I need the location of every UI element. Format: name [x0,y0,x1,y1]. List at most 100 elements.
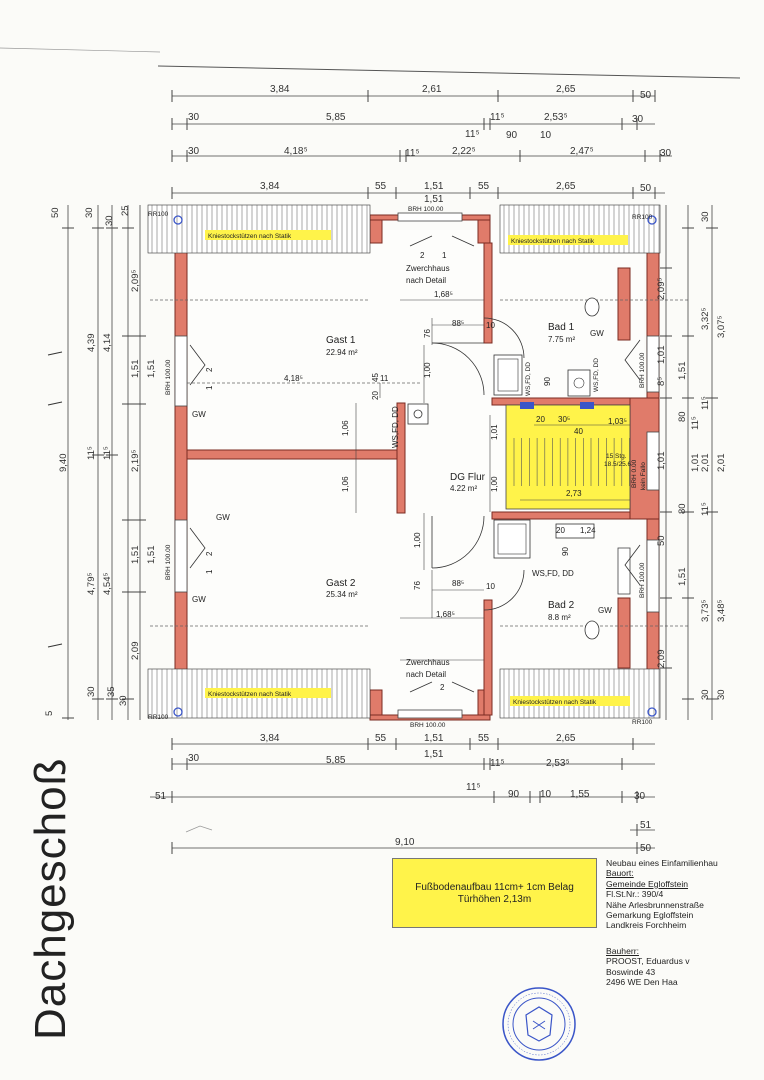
door-n1: 1 [442,251,447,260]
ldim-50: 50 [50,207,61,218]
rdim-30c: 30 [716,689,727,700]
rr-label-nw: RR100 [148,211,169,218]
window-east-2 [646,539,660,613]
info-line-5: Nähe Arlesbrunnenstraße [606,899,704,910]
info-line-6: Gemarkung Egloffstein [606,910,694,921]
ldim-151a: 1,51 [130,360,141,379]
rr-label-se: RR100 [632,719,653,726]
room-bad2-name: Bad 2 [548,600,575,611]
stairs-count: 15 Stg. [606,453,627,460]
dim-4185: 4,18⁵ [284,374,303,383]
top-dim-4b: 1,51 [424,194,444,205]
rdim-30b: 30 [700,689,711,700]
ldim-2095: 2,09⁵ [130,270,141,292]
ldim-940: 9,40 [58,454,69,473]
bot-dim-1b: 1,51 [424,749,444,760]
stair-marker-2 [580,402,594,409]
dim-11: 11 [380,374,389,383]
stair-marker-1 [520,402,534,409]
wall-bad1-west [483,242,493,344]
window-zwerch-n [397,212,463,222]
bot-dim-2-c: 11⁵ [490,758,505,769]
bot-dim-2-d: 2,53⁵ [546,758,570,769]
bot-dim-1-e: 2,65 [556,733,576,744]
dim-100b: 1,00 [413,532,422,548]
zwerchhaus-bot-2: nach Detail [406,670,446,679]
ldim-2195: 2,19⁵ [130,450,141,472]
zwerchhaus-top-2: nach Detail [406,276,446,285]
brh-east-2: BRH 100.00 [639,562,646,598]
top-dim-2-a: 30 [188,112,200,123]
ldim-4795: 4,79⁵ [86,573,97,595]
top-dim-2-c: 11⁵ [490,112,505,123]
brh-west-2: BRH 100.00 [165,544,172,580]
wall-flur-west [396,402,406,514]
stairs-ratio: 18.5/25.6 [604,461,631,468]
stair-treads [513,438,630,486]
ldim-4545: 4,54⁵ [102,573,113,595]
top-dim-3-d: 2,22⁵ [452,146,476,157]
win-n1-b: 1 [205,569,214,574]
top-dim-1-c: 2,65 [556,84,576,95]
info-line-2: Bauort: [606,868,634,879]
top-dim-2-d: 2,53⁵ [544,112,568,123]
room-bad1-area: 7.75 m² [548,335,575,344]
dim-885b: 88⁵ [452,579,464,588]
margin-marks [47,351,63,648]
ldim-151b: 1,51 [130,546,141,565]
bot-dim-4-a: 51 [640,820,652,831]
room-gast1-name: Gast 1 [326,335,356,346]
dim-10: 10 [486,321,495,330]
dim-45: 45 [371,373,380,382]
bot-dim-3-a: 51 [155,791,167,802]
gw-3: GW [192,595,206,604]
downpipe-sw [173,707,183,717]
top-dim-3-a: 30 [188,146,200,157]
ldim-30d: 30 [118,695,129,706]
rdim-50: 50 [656,535,667,546]
top-dim-2b-a: 11⁵ [465,129,480,140]
dim-106b: 1,06 [341,476,350,492]
dim-273: 2,73 [566,489,582,498]
window-east-1 [646,335,660,393]
dim-zwerch-top: 1,68⁵ [434,290,453,299]
architect-stamp-seal [502,987,576,1061]
bot-dim-3-c: 90 [508,789,520,800]
rdim-101b: 1,01 [656,452,667,471]
rdim-115c: 11⁵ [690,416,701,430]
ldim-151c: 1,51 [146,360,157,379]
downpipe-se [647,707,657,717]
top-dimensions [171,90,672,199]
ldim-115b: 11⁵ [102,446,113,460]
bot-dim-2-b: 5,85 [326,755,346,766]
gw-2: GW [216,513,230,522]
kniestock-label-1: Kniestockstützen nach Statik [208,233,292,240]
left-dimensions [62,205,146,720]
rdim-115b: 11⁵ [700,502,711,516]
rdim-3735: 3,73⁵ [700,600,711,622]
kniestock-label-2: Kniestockstützen nach Statik [511,238,595,245]
bot-dim-3-e: 1,55 [570,789,590,800]
owner-info: Bauherr: PROOST, Eduardus v Boswinde 43 … [606,946,764,988]
top-dim-3-f: 30 [660,148,672,159]
rotated-inner-labels: 76 1,00 45 20 1,06 1,06 WS,FD, DD 1,01 1… [165,329,647,598]
window-bad2 [617,547,631,595]
owner-line-1: Bauherr: [606,946,639,956]
win-n1-a: 1 [205,385,214,390]
sink-bad2 [555,523,595,539]
rdim-80a: 80 [677,411,688,422]
floor-note-box: Fußbodenaufbau 11cm+ 1cm Belag Türhöhen … [392,858,597,928]
top-dim-3-c: 11⁵ [405,148,420,159]
room-gast2-name: Gast 2 [326,578,356,589]
room-flur-name: DG Flur [450,472,486,483]
info-line-7: Landkreis Forchheim [606,920,687,931]
dim-106a: 1,06 [341,420,350,436]
info-line-3: Gemeinde Egloffstein [606,878,689,889]
rdim-101c: 1,01 [690,454,701,473]
shower-bad2 [493,519,531,559]
ldim-115a: 11⁵ [86,446,97,460]
top-dim-2b-c: 10 [540,130,552,141]
wall-west [174,251,188,708]
right-dim-labels: 30 3,32⁵ 1,51 80 11⁵ 2,01 80 11⁵ 1,51 3,… [656,211,727,700]
project-info: Neubau eines Einfamilienhau Bauort: Geme… [606,858,764,931]
